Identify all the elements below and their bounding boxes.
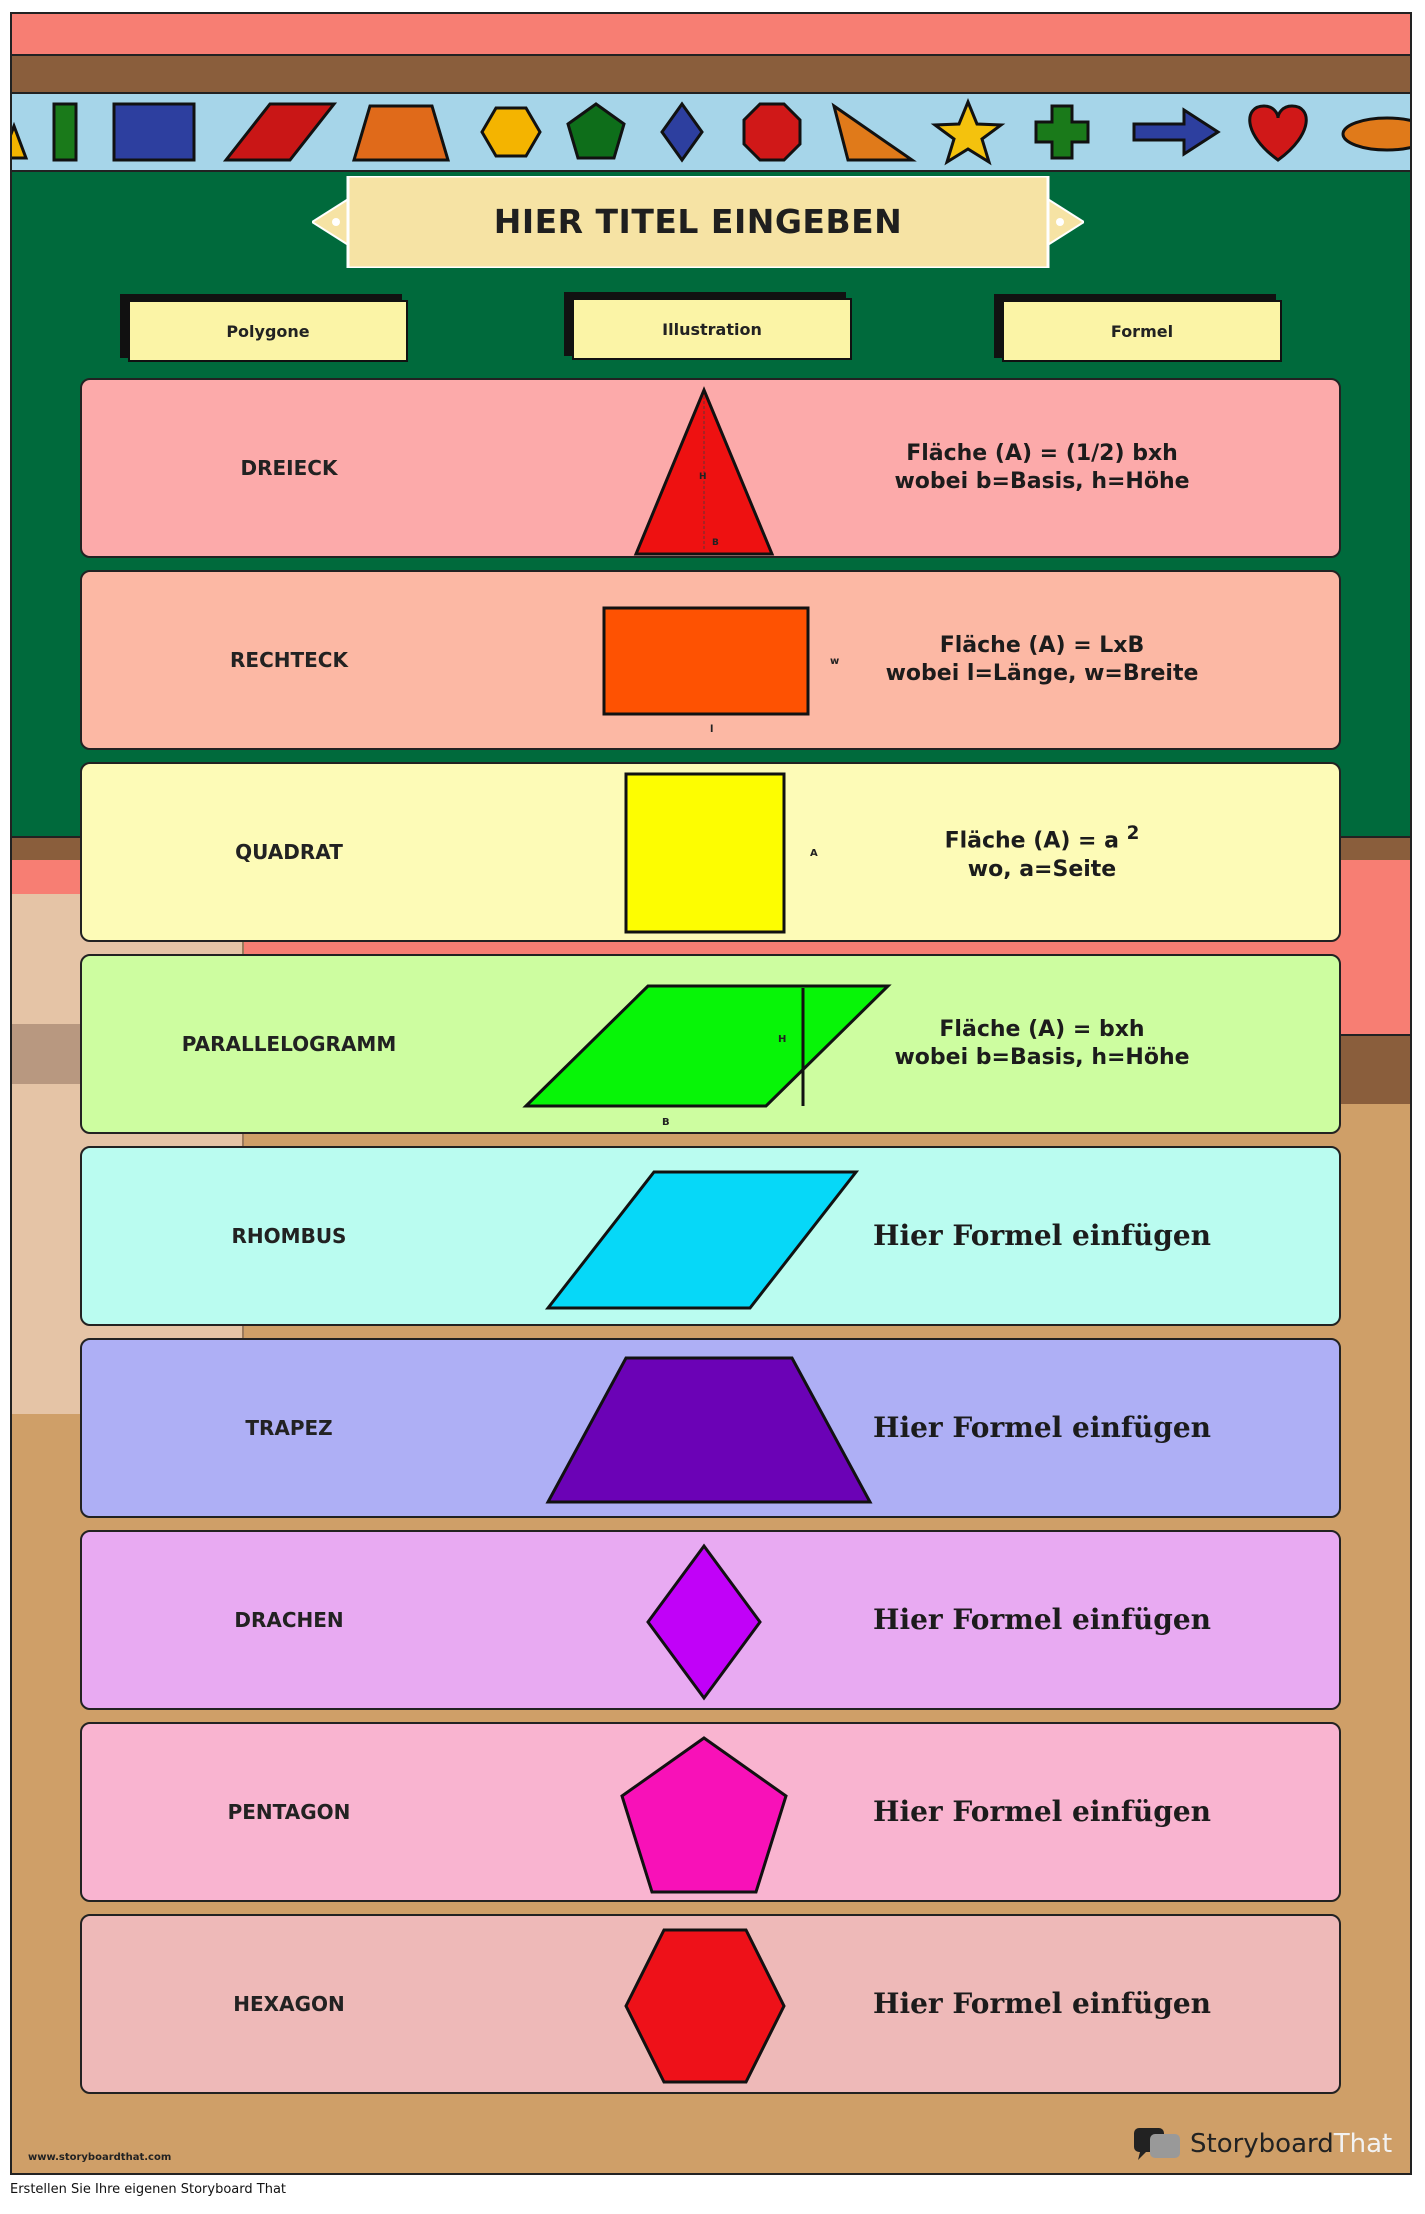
- page-title[interactable]: HIER TITEL EINGEBEN: [493, 202, 903, 241]
- formula-line-2: wobei b=Basis, h=Höhe: [894, 469, 1190, 494]
- bar-icon: [52, 102, 78, 162]
- footer-text[interactable]: Erstellen Sie Ihre eigenen Storyboard Th…: [10, 2182, 287, 2197]
- header-polygons-label[interactable]: Polygone: [128, 300, 408, 362]
- row-formula[interactable]: Fläche (A) = a 2 wo, a=Seite: [782, 764, 1302, 940]
- formula-line-2: wobei b=Basis, h=Höhe: [894, 1045, 1190, 1070]
- row-formula[interactable]: Hier Formel einfügen: [782, 1532, 1302, 1708]
- row-name: HEXAGON: [233, 1992, 345, 2016]
- row-name: RHOMBUS: [231, 1224, 347, 1248]
- header-illustration-label[interactable]: Illustration: [572, 298, 852, 360]
- header-illustration: Illustration: [564, 292, 854, 362]
- row-quadrat[interactable]: QUADRAT A Fläche (A) = a 2 wo, a=Seite: [80, 762, 1341, 942]
- row-name: DREIECK: [240, 456, 338, 480]
- formula-line-1: Hier Formel einfügen: [873, 1795, 1211, 1828]
- header-formula: Formel: [994, 294, 1284, 364]
- height-label: H: [778, 1034, 786, 1045]
- row-name: PENTAGON: [227, 1800, 351, 1824]
- base-label: B: [662, 1117, 670, 1128]
- row-formula[interactable]: Hier Formel einfügen: [782, 1148, 1302, 1324]
- formula-line-1: Fläche (A) = (1/2) bxh: [906, 441, 1178, 466]
- watermark-site: www.storyboardthat.com: [28, 2152, 172, 2163]
- row-name: TRAPEZ: [245, 1416, 333, 1440]
- banner-shape: [312, 176, 1084, 268]
- triangle-shape: H B: [633, 386, 775, 556]
- brand-logo: StoryboardThat: [1132, 2126, 1392, 2162]
- formula-line-2: wo, a=Seite: [967, 856, 1117, 882]
- length-label: l: [710, 724, 713, 735]
- row-formula[interactable]: Hier Formel einfügen: [782, 1916, 1302, 2092]
- pentagon-shape: [620, 1736, 788, 1894]
- formula-line-1: Hier Formel einfügen: [873, 1219, 1211, 1252]
- row-dreieck[interactable]: DREIECK H B Fläche (A) = (1/2) bxh wobei…: [80, 378, 1341, 558]
- formula-line-1: Hier Formel einfügen: [873, 1987, 1211, 2020]
- brand-word-2: That: [1333, 2129, 1393, 2159]
- rectangle-shape: w l: [602, 606, 839, 735]
- side-label: A: [810, 848, 818, 859]
- parallelogram-shape: H B: [522, 984, 892, 1128]
- formula-line-1: Fläche (A) = a 2: [945, 820, 1140, 855]
- formula-base: Fläche (A) = a: [944, 828, 1119, 854]
- row-drachen[interactable]: DRACHEN Hier Formel einfügen: [80, 1530, 1341, 1710]
- star-icon: [930, 98, 1006, 166]
- height-label: H: [699, 472, 707, 482]
- header-formula-label[interactable]: Formel: [1002, 300, 1282, 362]
- row-name: DRACHEN: [234, 1608, 344, 1632]
- row-rhombus[interactable]: RHOMBUS Hier Formel einfügen: [80, 1146, 1341, 1326]
- formula-line-1: Hier Formel einfügen: [873, 1411, 1211, 1444]
- shape-strip: [12, 92, 1410, 172]
- brand-word-1: Storyboard: [1190, 2129, 1334, 2159]
- square-shape: A: [624, 772, 818, 934]
- row-hexagon[interactable]: HEXAGON Hier Formel einfügen: [80, 1914, 1341, 2094]
- diamond-icon: [660, 101, 704, 163]
- row-name: QUADRAT: [235, 840, 343, 864]
- row-formula[interactable]: Hier Formel einfügen: [782, 1340, 1302, 1516]
- row-rechteck[interactable]: RECHTECK w l Fläche (A) = LxB wobei l=Lä…: [80, 570, 1341, 750]
- square-icon: [112, 102, 196, 162]
- rhombus-shape: [544, 1170, 860, 1310]
- row-parallelogramm[interactable]: PARALLELOGRAMM H B Fläche (A) = bxh wobe…: [80, 954, 1341, 1134]
- formula-exponent: 2: [1126, 823, 1140, 845]
- speech-bubble-icon: [1134, 2128, 1180, 2160]
- poster: HIER TITEL EINGEBEN Polygone Illustratio…: [10, 12, 1412, 2175]
- arrow-icon: [1132, 107, 1221, 157]
- row-name: RECHTECK: [230, 648, 348, 672]
- width-label: w: [830, 656, 839, 667]
- oval-icon: [1341, 116, 1410, 152]
- row-formula[interactable]: Fläche (A) = LxB wobei l=Länge, w=Breite: [782, 572, 1302, 748]
- row-formula[interactable]: Fläche (A) = (1/2) bxh wobei b=Basis, h=…: [782, 380, 1302, 556]
- hexagon-shape: [624, 1928, 786, 2084]
- row-formula[interactable]: Fläche (A) = bxh wobei b=Basis, h=Höhe: [782, 956, 1302, 1132]
- row-pentagon[interactable]: PENTAGON Hier Formel einfügen: [80, 1722, 1341, 1902]
- trapezoid-icon: [351, 104, 451, 162]
- parallelogram-icon: [222, 102, 338, 162]
- right-triangle-icon: [831, 102, 917, 162]
- formula-line-1: Fläche (A) = LxB: [939, 633, 1145, 658]
- formula-line-2: wobei l=Länge, w=Breite: [885, 661, 1199, 686]
- row-name: PARALLELOGRAMM: [181, 1032, 397, 1056]
- trapezoid-shape: [545, 1356, 873, 1504]
- row-formula[interactable]: Hier Formel einfügen: [782, 1724, 1302, 1900]
- title-banner: HIER TITEL EINGEBEN: [312, 176, 1084, 268]
- wood-trim: [12, 54, 1410, 98]
- kite-shape: [646, 1543, 762, 1701]
- row-trapez[interactable]: TRAPEZ Hier Formel einfügen: [80, 1338, 1341, 1518]
- header-polygons: Polygone: [120, 294, 410, 364]
- heart-icon: [1248, 104, 1308, 162]
- cross-icon: [1034, 104, 1090, 160]
- hexagon-icon: [480, 106, 542, 158]
- triangle-icon: [12, 121, 29, 160]
- formula-line-1: Fläche (A) = bxh: [939, 1017, 1145, 1042]
- pentagon-icon: [566, 102, 626, 160]
- formula-line-1: Hier Formel einfügen: [873, 1603, 1211, 1636]
- shape-strip-art: [12, 98, 1410, 166]
- base-label: B: [712, 538, 719, 548]
- brand-name: StoryboardThat: [1190, 2129, 1392, 2159]
- wall-top: [12, 14, 1410, 54]
- octagon-icon: [742, 102, 802, 162]
